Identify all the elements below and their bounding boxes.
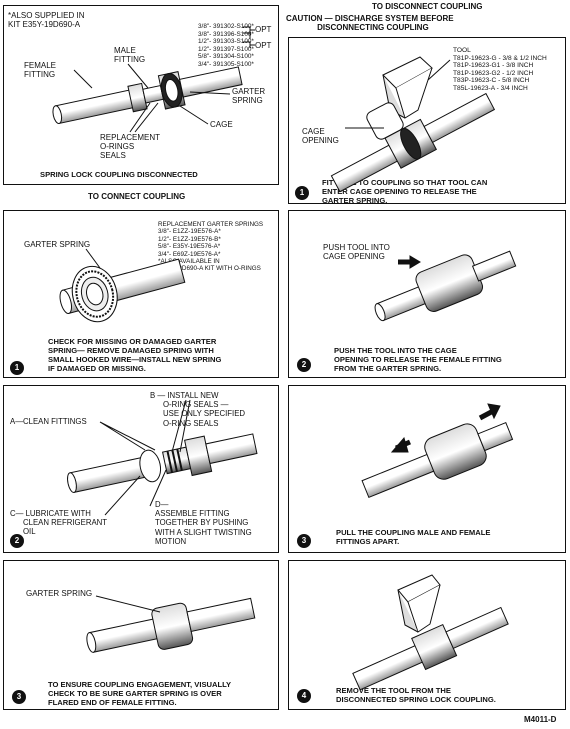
disconnect-step-2-caption: PUSH THE TOOL INTO THE CAGE OPENING TO R… <box>334 346 502 373</box>
garter-spring-label-c1: GARTER SPRING <box>24 240 91 249</box>
panel-a-caption: SPRING LOCK COUPLING DISCONNECTED <box>40 170 198 179</box>
male-fitting-label: MALE FITTING <box>114 46 146 64</box>
connect-step-3-caption: TO ENSURE COUPLING ENGAGEMENT, VISUALLY … <box>48 680 232 707</box>
supplied-note: *ALSO SUPPLIED IN KIT E35Y-19D690-A <box>8 11 85 29</box>
fittings-c2 <box>67 433 258 493</box>
clean-fittings-label: A—CLEAN FITTINGS <box>10 417 87 426</box>
garter-spring-fitting-c1 <box>59 258 186 323</box>
replacement-springs-list: REPLACEMENT GARTER SPRINGS 3/8"- E1ZZ-19… <box>158 221 264 273</box>
replacement-orings-label: REPLACEMENT O-RINGS SEALS <box>100 133 161 160</box>
figure-id: M4011-D <box>524 715 557 724</box>
panel-a-fittings <box>52 66 243 125</box>
garter-spring-label: GARTER SPRING <box>232 87 266 105</box>
tool-d4 <box>397 574 441 633</box>
push-tool-label: PUSH TOOL INTO CAGE OPENING <box>323 243 390 261</box>
garter-spring-label-c3: GARTER SPRING <box>26 589 93 598</box>
disconnect-step-3-caption: PULL THE COUPLING MALE AND FEMALE FITTIN… <box>336 528 491 546</box>
coupling-d2 <box>374 250 517 322</box>
coupling-d3 <box>361 421 514 499</box>
assemble-label: D— ASSEMBLE FITTING TOGETHER BY PUSHING … <box>155 500 252 546</box>
connect-step-1-badge: 1 <box>10 361 24 375</box>
cage-label: CAGE <box>210 120 233 129</box>
connect-step-1-caption: CHECK FOR MISSING OR DAMAGED GARTER SPRI… <box>48 337 222 373</box>
disconnect-step-3-badge: 3 <box>297 534 311 548</box>
caution-heading: CAUTION — DISCHARGE SYSTEM BEFORE DISCON… <box>286 14 454 32</box>
connect-step-2-badge: 2 <box>10 534 24 548</box>
female-fitting-label: FEMALE FITTING <box>24 61 57 79</box>
disconnect-step-4-badge: 4 <box>297 689 311 703</box>
lubricate-label: C— LUBRICATE WITH CLEAN REFRIGERANT OIL <box>10 509 108 537</box>
install-orings-label: B — INSTALL NEW O-RING SEALS — USE ONLY … <box>150 391 246 428</box>
cage-opening-label: CAGE OPENING <box>302 127 339 145</box>
connect-heading: TO CONNECT COUPLING <box>88 192 186 201</box>
tool-numbers: TOOL T81P-19623-G - 3/8 & 1/2 INCH T81P-… <box>453 47 547 92</box>
disconnect-step-4-caption: REMOVE THE TOOL FROM THE DISCONNECTED SP… <box>336 686 496 704</box>
coupling-c3 <box>86 597 256 653</box>
tool-illustration <box>366 56 433 140</box>
coupling-d4 <box>352 606 509 691</box>
opt-label-1: OPT <box>255 25 272 34</box>
coupling-d1 <box>330 92 496 193</box>
oring-part-numbers: 3/8"- 391302-S100* 3/8"- 391396-S100* 1/… <box>198 23 254 68</box>
opt-label-2: OPT <box>255 41 272 50</box>
connect-step-3-badge: 3 <box>12 690 26 704</box>
disconnect-heading: TO DISCONNECT COUPLING <box>372 2 483 11</box>
disconnect-step-1-badge: 1 <box>295 186 309 200</box>
disconnect-step-2-badge: 2 <box>297 358 311 372</box>
